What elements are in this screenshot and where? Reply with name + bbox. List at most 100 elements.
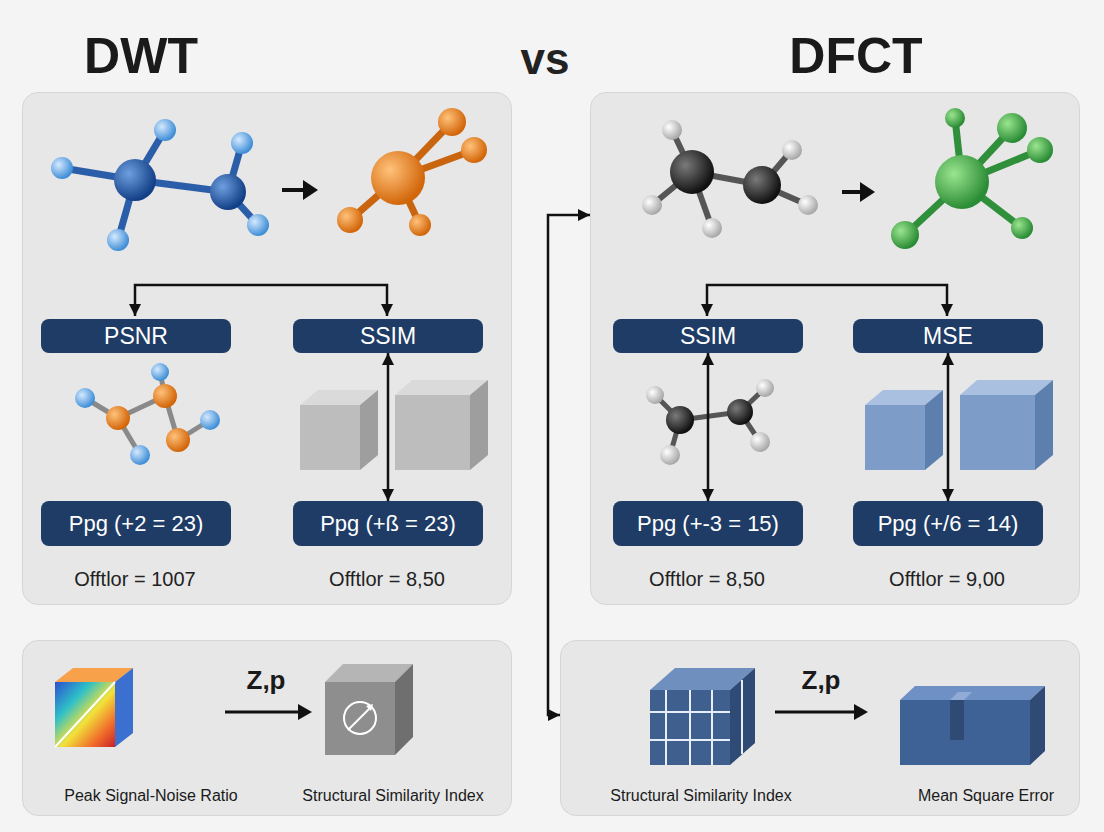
box-text: MSE [923, 323, 973, 350]
art-shape [1035, 380, 1053, 470]
art-shape [348, 706, 372, 730]
versus-label: vs [445, 34, 645, 84]
connector-arrow [548, 215, 590, 715]
panel-heading: DWT [23, 27, 259, 85]
art-shape [945, 108, 965, 128]
box-text: Ppg (+-3 = 15) [637, 511, 779, 537]
value-box: Ppg (+-3 = 15) [613, 501, 803, 546]
art-shape [865, 405, 925, 470]
art-shape [130, 445, 150, 465]
metric-caption: Structural Similarity Index [273, 787, 513, 805]
metric-box: PSNR [41, 319, 231, 353]
art-shape [670, 150, 714, 194]
art-shape [642, 195, 662, 215]
art-shape [115, 668, 133, 747]
art-shape [711, 690, 713, 765]
art-shape [470, 380, 488, 470]
operation-label: Z,p [771, 665, 871, 696]
box-text: Ppg (+/6 = 14) [878, 511, 1019, 537]
value-box: Ppg (+/6 = 14) [853, 501, 1043, 546]
art-shape [660, 445, 680, 465]
art-shape [247, 214, 269, 236]
art-shape [371, 151, 425, 205]
art-shape [775, 711, 856, 714]
art-shape [51, 157, 73, 179]
process-arrow [775, 704, 868, 720]
art-shape [900, 686, 1045, 700]
metric-caption: Peak Signal-Noise Ratio [31, 787, 271, 805]
art-shape [925, 390, 943, 470]
art-shape [298, 704, 312, 720]
dark-molecule [642, 120, 818, 238]
value-box: Ppg (+ß = 23) [293, 501, 483, 546]
art-shape [950, 692, 972, 700]
art-shape [75, 388, 95, 408]
art-shape [325, 682, 395, 755]
metric-box: SSIM [293, 319, 483, 353]
art-shape [1011, 217, 1033, 239]
art-shape [55, 682, 115, 747]
art-shape [114, 159, 156, 201]
art-shape [106, 406, 130, 430]
art-shape [756, 379, 774, 397]
art-shape [689, 690, 691, 765]
grey-blocks [300, 380, 488, 470]
art-shape [650, 680, 742, 765]
art-shape [650, 690, 730, 765]
art-shape [337, 207, 363, 233]
art-shape [153, 384, 177, 408]
art-shape [151, 363, 169, 381]
art-shape [55, 682, 115, 747]
art-shape [702, 218, 722, 238]
art-shape [960, 395, 1035, 470]
art-shape [303, 180, 318, 200]
orange-molecule [350, 122, 474, 225]
offset-note: Offtlor = 1007 [35, 568, 235, 591]
blue-atoms [51, 119, 269, 251]
orange-atoms [337, 108, 487, 236]
reaction-arrow [842, 182, 875, 202]
method-panel: DWTPSNRSSIMPpg (+2 = 23)Ppg (+ß = 23) [22, 92, 512, 605]
connector-arrow [707, 353, 710, 501]
bracket-arrow [135, 285, 387, 316]
small-dark-molecule [646, 379, 774, 465]
art-shape [360, 390, 378, 470]
art-shape [900, 700, 1030, 765]
heatmap-cube [55, 668, 133, 747]
art-shape [1027, 137, 1053, 163]
art-shape [395, 395, 470, 470]
art-shape [730, 668, 755, 765]
art-shape [210, 174, 246, 210]
art-shape [225, 711, 300, 714]
art-shape [741, 680, 743, 754]
grey-cube [325, 664, 413, 755]
grid-cube [650, 668, 755, 765]
art-shape [860, 182, 875, 202]
art-shape [646, 386, 664, 404]
art-shape [854, 704, 868, 720]
metric-box: SSIM [613, 319, 803, 353]
art-shape [231, 132, 253, 154]
offset-note: Offtlor = 8,50 [287, 568, 487, 591]
art-shape [666, 406, 694, 434]
metric-caption: Structural Similarity Index [581, 787, 821, 805]
art-shape [85, 372, 210, 455]
box-text: Ppg (+2 = 23) [69, 511, 204, 537]
art-shape [200, 410, 220, 430]
box-text: Ppg (+ß = 23) [320, 511, 456, 537]
operation-label: Z,p [216, 665, 316, 696]
art-shape [366, 704, 373, 711]
reaction-arrow [282, 180, 318, 200]
process-arrow [225, 704, 312, 720]
art-shape [438, 108, 466, 136]
art-shape [652, 130, 808, 228]
art-shape [798, 195, 818, 215]
art-shape [300, 405, 360, 470]
art-shape [650, 711, 730, 713]
art-shape [344, 702, 376, 734]
bracket-arrow [707, 285, 947, 316]
box-text: PSNR [104, 323, 168, 350]
